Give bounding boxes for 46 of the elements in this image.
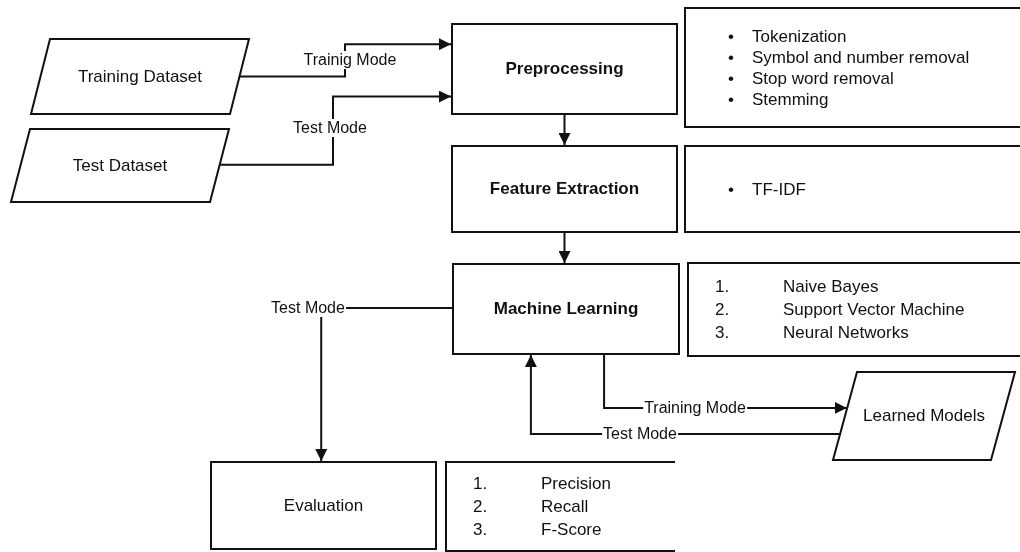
- arrow: [558, 114, 571, 146]
- arrow: [315, 307, 453, 462]
- node-label: Test Dataset: [72, 155, 168, 176]
- list-item: Recall: [541, 496, 589, 517]
- bracket-annotation: [684, 7, 1020, 128]
- list-item: Naive Bayes: [783, 276, 879, 297]
- list-number: 2.: [715, 299, 730, 320]
- list-item: TF-IDF: [752, 178, 806, 200]
- arrow: [558, 232, 571, 264]
- list-number: 2.: [473, 496, 488, 517]
- edge-label: Test Mode: [292, 119, 368, 137]
- bracket-annotation: [445, 461, 675, 552]
- bullet-mark: •: [728, 46, 734, 68]
- process-box: [210, 461, 437, 550]
- node-label: Training Dataset: [77, 66, 203, 87]
- process-box: [452, 263, 680, 355]
- bracket-annotation: [684, 145, 1020, 233]
- node-label: Feature Extraction: [489, 179, 640, 199]
- process-box: [451, 145, 678, 233]
- list-number: 1.: [473, 473, 488, 494]
- bullet-mark: •: [728, 25, 734, 47]
- list-number: 3.: [473, 519, 488, 540]
- arrow: [219, 90, 452, 166]
- node-label: Evaluation: [283, 495, 364, 516]
- process-box: [451, 23, 678, 115]
- bullet-mark: •: [728, 88, 734, 110]
- list-item: Neural Networks: [783, 322, 909, 343]
- list-item: Precision: [541, 473, 611, 494]
- list-item: Stop word removal: [752, 67, 894, 89]
- list-item: Symbol and number removal: [752, 46, 970, 68]
- list-number: 3.: [715, 322, 730, 343]
- bracket-annotation: [687, 262, 1020, 357]
- list-item: Stemming: [752, 88, 829, 110]
- edge-label: Test Mode: [270, 299, 346, 317]
- node-label: Machine Learning: [493, 299, 639, 319]
- list-number: 1.: [715, 276, 730, 297]
- node-label: Learned Models: [863, 406, 985, 426]
- edge-label: Trainig Mode: [302, 51, 398, 69]
- node-label: Preprocessing: [505, 59, 624, 79]
- arrow: [239, 38, 452, 78]
- bullet-mark: •: [728, 67, 734, 89]
- bullet-mark: •: [728, 178, 734, 200]
- list-item: Tokenization: [752, 25, 847, 47]
- edge-label: Training Mode: [643, 399, 747, 417]
- list-item: F-Score: [541, 519, 602, 540]
- list-item: Support Vector Machine: [783, 299, 965, 320]
